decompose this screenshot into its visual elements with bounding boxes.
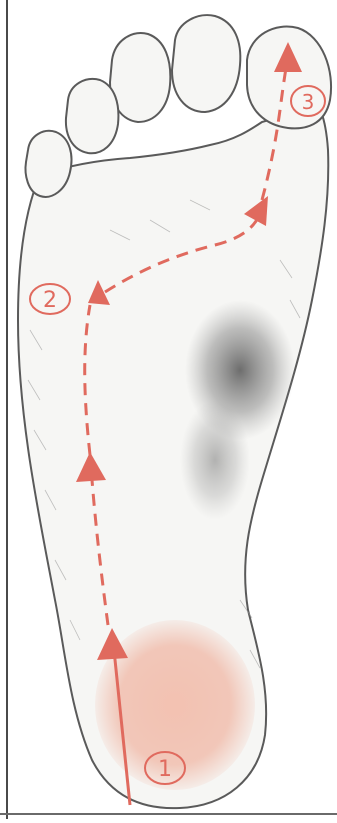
left-border-line: [6, 0, 8, 819]
marker-1-label: 1: [158, 757, 172, 782]
marker-3-label: 3: [302, 90, 315, 114]
bottom-border-line: [0, 813, 337, 815]
second-toe: [172, 15, 240, 112]
fourth-toe: [66, 79, 119, 153]
arch-shading-lower: [180, 400, 250, 520]
marker-2-label: 2: [43, 288, 57, 313]
